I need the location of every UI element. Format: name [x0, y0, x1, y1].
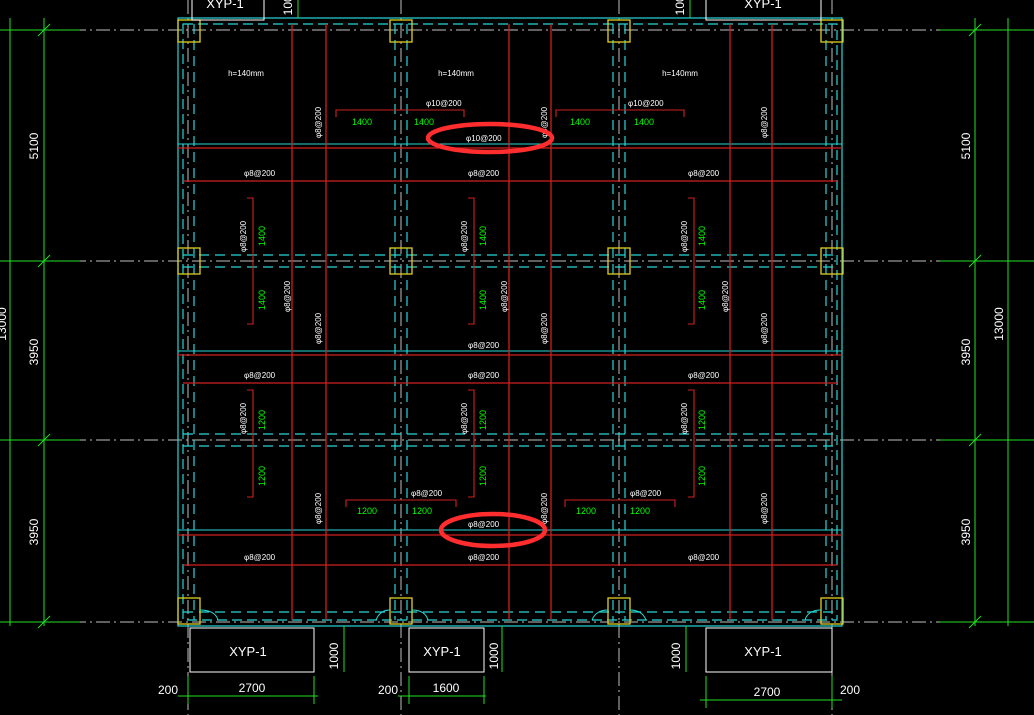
slab-thickness-right: h=140mm [662, 69, 698, 78]
bottom-dimension-lines [178, 626, 842, 708]
top-dimension-lines [297, 0, 691, 18]
left-dimension-lines [0, 18, 80, 629]
xyp-label-bottom-left: XYP-1 [229, 644, 267, 659]
length-label: 1400 [478, 290, 488, 310]
dim-v-1000-top-left: 1000 [281, 0, 295, 15]
dim-bottom-2700-left: 2700 [239, 681, 266, 695]
dim-bottom-200-right: 200 [840, 683, 860, 697]
length-label: 1400 [478, 226, 488, 246]
rebar-lines [178, 24, 842, 620]
beam-lines [183, 24, 837, 620]
rebar-label-vertical: φ8@200 [314, 312, 323, 344]
dim-left-total: 13000 [0, 307, 9, 341]
dim-right-total: 13000 [992, 307, 1006, 341]
rebar-label: φ8@200 [630, 489, 662, 498]
rebar-label-vertical: φ8@200 [460, 402, 469, 434]
xyp-label-bottom-mid: XYP-1 [423, 644, 461, 659]
length-label: 1400 [570, 117, 590, 127]
rebar-label: φ8@200 [411, 489, 443, 498]
length-label: 1400 [634, 117, 654, 127]
rebar-label: φ8@200 [468, 169, 500, 178]
slab-thickness-left: h=140mm [228, 69, 264, 78]
rebar-label: φ8@200 [244, 169, 276, 178]
dim-v-1000-right: 1000 [669, 642, 683, 669]
highlight-annotations [425, 121, 555, 549]
dim-v-1000-mid: 1000 [487, 642, 501, 669]
support-rebar-brackets [247, 109, 695, 507]
rebar-label-vertical: φ8@200 [540, 312, 549, 344]
dim-bottom-2700-right: 2700 [754, 685, 781, 699]
rebar-label-vertical: φ8@200 [460, 220, 469, 252]
rebar-label-vertical: φ8@200 [680, 402, 689, 434]
columns [177, 19, 844, 625]
length-label: 1200 [697, 466, 707, 486]
rebar-label-vertical: φ8@200 [760, 312, 769, 344]
slab-edge-lines [178, 143, 842, 531]
rebar-label-vertical: φ8@200 [540, 492, 549, 524]
slab-outline [177, 17, 843, 627]
dim-bottom-200-left: 200 [158, 683, 178, 697]
length-label: 1400 [352, 117, 372, 127]
rebar-label-vertical: φ8@200 [540, 106, 549, 138]
dim-right-top: 5100 [959, 132, 973, 159]
length-label: 1200 [630, 506, 650, 516]
length-label: 1200 [576, 506, 596, 516]
highlight-ellipse-top [425, 121, 555, 155]
dim-bottom-200-mid: 200 [378, 683, 398, 697]
rebar-label: φ8@200 [468, 341, 500, 350]
rebar-label: φ8@200 [688, 169, 720, 178]
rebar-label-vertical: φ8@200 [500, 280, 509, 312]
length-label: 1200 [412, 506, 432, 516]
length-label: 1200 [357, 506, 377, 516]
length-label: 1400 [257, 226, 267, 246]
rebar-label-vertical: φ8@200 [239, 220, 248, 252]
length-label: 1400 [257, 290, 267, 310]
rebar-label-highlighted: φ8@200 [468, 520, 500, 529]
rebar-label: φ10@200 [628, 99, 664, 108]
rebar-label-vertical: φ8@200 [314, 106, 323, 138]
length-label: 1200 [257, 466, 267, 486]
dim-right-bot: 3950 [959, 518, 973, 545]
xyp-label-bottom-right: XYP-1 [744, 644, 782, 659]
length-label: 1400 [697, 290, 707, 310]
highlight-ellipse-bottom [438, 511, 548, 549]
dim-right-mid: 3950 [959, 338, 973, 365]
length-label: 1200 [697, 410, 707, 430]
rebar-label: φ8@200 [244, 553, 276, 562]
rebar-label-vertical: φ8@200 [314, 492, 323, 524]
rebar-label: φ8@200 [468, 371, 500, 380]
length-label: 1400 [697, 226, 707, 246]
dim-v-1000-left: 1000 [327, 642, 341, 669]
rebar-label-highlighted: φ10@200 [466, 134, 502, 143]
rebar-label: φ8@200 [244, 371, 276, 380]
rebar-label-vertical: φ8@200 [680, 220, 689, 252]
rebar-label: φ8@200 [688, 553, 720, 562]
length-label: 1200 [478, 466, 488, 486]
rebar-label-vertical: φ8@200 [760, 106, 769, 138]
haunch-curves [199, 609, 822, 621]
rebar-label-vertical: φ8@200 [283, 280, 292, 312]
rebar-label-vertical: φ8@200 [239, 402, 248, 434]
rebar-label-vertical: φ8@200 [721, 280, 730, 312]
slab-thickness-mid: h=140mm [438, 69, 474, 78]
dim-bottom-1600: 1600 [433, 681, 460, 695]
xyp-label-top-left: XYP-1 [206, 0, 244, 11]
right-dimension-lines [940, 18, 1034, 629]
dim-left-top: 5100 [27, 132, 41, 159]
dim-left-bot: 3950 [27, 518, 41, 545]
xyp-label-top-right: XYP-1 [744, 0, 782, 11]
rebar-label: φ8@200 [468, 553, 500, 562]
rebar-label: φ8@200 [688, 371, 720, 380]
rebar-label: φ10@200 [426, 99, 462, 108]
rebar-label-vertical: φ8@200 [760, 492, 769, 524]
length-label: 1200 [478, 410, 488, 430]
dim-v-1000-top-right: 1000 [673, 0, 687, 15]
length-label: 1200 [257, 410, 267, 430]
length-label: 1400 [414, 117, 434, 127]
xyp-boxes [189, 0, 833, 673]
dim-left-mid: 3950 [27, 338, 41, 365]
